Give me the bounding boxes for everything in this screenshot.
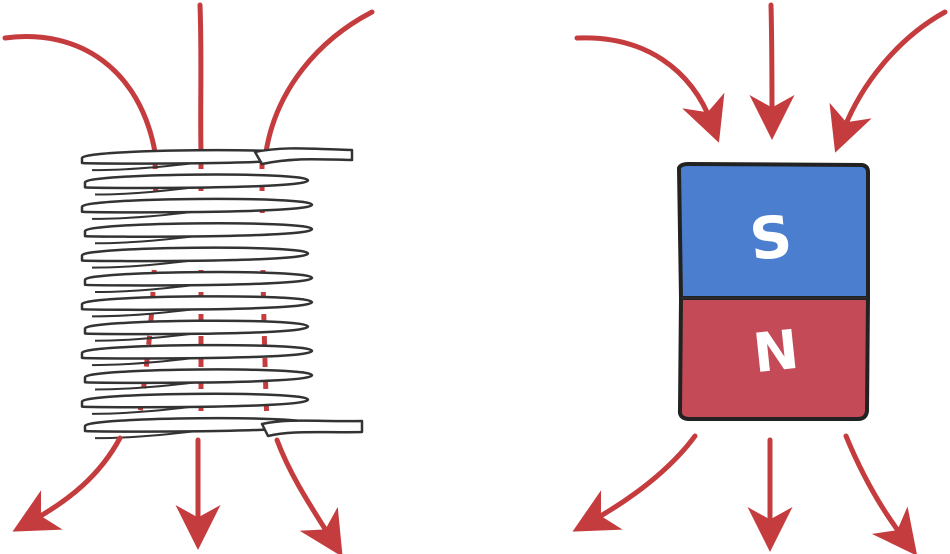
coil-turns	[80, 148, 314, 440]
magnet-field-line-in-center	[749, 2, 795, 140]
coil-top-lead	[253, 147, 354, 166]
coil-turn	[80, 197, 314, 214]
coil-turn	[80, 246, 310, 263]
coil-bottom-lead	[260, 419, 364, 438]
magnet-south-label: S	[746, 202, 795, 274]
magnet-field-line-out-left	[572, 433, 698, 532]
bar-magnet: S N	[677, 162, 870, 421]
coil-internal-line-right	[259, 159, 270, 426]
coil-turn	[83, 368, 314, 385]
coil-field-line-in-left	[2, 34, 158, 155]
magnet-field-line-in-left	[574, 35, 725, 143]
coil-turn	[83, 173, 310, 190]
magnet-field-line-out-right	[843, 433, 918, 554]
coil-turn	[83, 270, 314, 287]
magnet-south-pole	[677, 162, 870, 300]
magnet-field-line-in-right	[829, 9, 948, 153]
coil-turn	[80, 343, 314, 360]
coil-lead-wires	[253, 147, 364, 438]
coil-field-line-out-right	[274, 437, 343, 554]
coil-field-line-in-right	[263, 9, 375, 155]
coil-field-lines-in	[2, 2, 375, 155]
coil-field-line-in-center	[197, 2, 204, 155]
coil-internal-line-left	[135, 159, 159, 426]
coil-field-line-out-left	[12, 435, 123, 532]
magnet-north-pole	[677, 296, 870, 421]
bar-magnet-diagram: S N	[572, 2, 948, 554]
coil-field-lines-out	[12, 435, 343, 554]
solenoid	[2, 2, 375, 554]
coil-turn	[83, 319, 310, 336]
magnet-field-lines-out	[572, 433, 918, 554]
magnet-field-lines-in	[574, 2, 948, 153]
coil-turn	[80, 295, 314, 312]
magnet-north-label: N	[750, 318, 802, 385]
coil-turn	[83, 222, 314, 238]
coil-turn	[80, 392, 310, 409]
